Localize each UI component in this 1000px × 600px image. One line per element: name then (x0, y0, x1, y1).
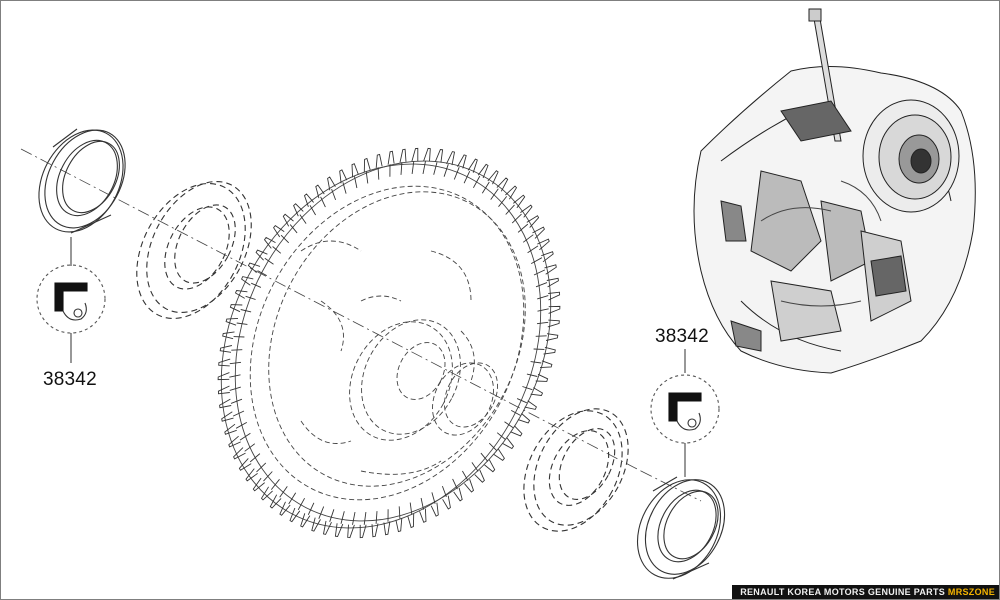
part-number-label-right[interactable]: 38342 (655, 326, 709, 347)
axis-centerline (20, 148, 702, 502)
watermark-text: RENAULT KOREA MOTORS GENUINE PARTS (740, 587, 946, 597)
differential-ring-gear (217, 147, 561, 539)
watermark-banner: RENAULT KOREA MOTORS GENUINE PARTS MRSZO… (732, 585, 999, 599)
part-number-label-left[interactable]: 38342 (43, 369, 97, 390)
right-seal-section-callout (650, 349, 720, 477)
right-bearing (523, 408, 629, 532)
transmission-assembly-image (693, 8, 976, 374)
left-seal-section-callout (36, 237, 106, 363)
left-oil-seal[interactable] (22, 115, 141, 246)
gear-teeth-outline (217, 147, 561, 539)
right-oil-seal[interactable] (621, 465, 740, 593)
left-bearing (136, 180, 252, 319)
watermark-brand: MRSZONE (947, 587, 995, 597)
